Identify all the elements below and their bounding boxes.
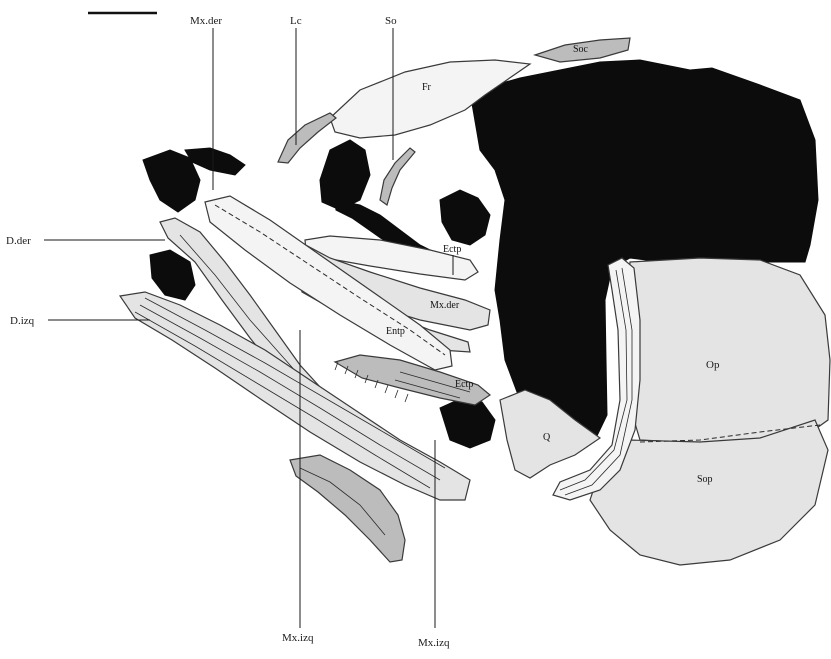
suborbital-bone xyxy=(380,148,415,205)
label-so: So xyxy=(385,15,397,27)
dark-blotch-orbit xyxy=(320,140,370,210)
label-mx-izq-1: Mx.izq xyxy=(282,632,314,644)
label-d-izq: D.izq xyxy=(10,315,35,327)
label-lc: Lc xyxy=(290,15,302,27)
dark-blotch-mid xyxy=(440,190,490,245)
label-d-der: D.der xyxy=(6,235,31,247)
opercle-bone xyxy=(626,258,830,445)
label-mx-izq-2: Mx.izq xyxy=(418,637,450,649)
label-ectp-lower: Ectp xyxy=(455,379,473,390)
label-soc: Soc xyxy=(573,44,589,55)
label-entp: Entp xyxy=(386,326,405,337)
label-op: Op xyxy=(706,359,720,371)
label-fr: Fr xyxy=(422,82,432,93)
dark-blotch-jaw xyxy=(440,398,495,448)
label-q: Q xyxy=(543,432,551,443)
dark-blotch-lower xyxy=(150,250,195,300)
label-mx-der-middle: Mx.der xyxy=(430,300,460,311)
label-sop: Sop xyxy=(697,474,713,485)
label-mx-der-top: Mx.der xyxy=(190,15,222,27)
lacrimal-bone xyxy=(278,113,336,163)
label-ectp-upper: Ectp xyxy=(443,244,461,255)
